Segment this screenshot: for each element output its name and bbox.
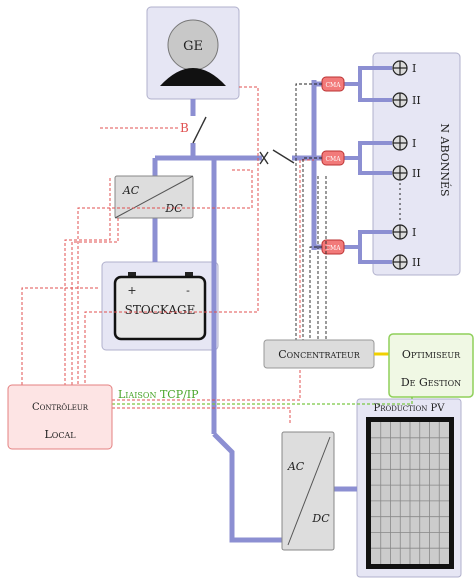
generator-switch-icon[interactable]: [192, 116, 207, 144]
tcp-ip-label: Liaison TCP/IP: [118, 388, 199, 401]
meter-3-label: CMA: [325, 245, 341, 252]
optimizer-label-line2: De Gestion: [401, 376, 461, 389]
subscribers-label: N ABONNÉS: [438, 123, 452, 196]
outlet-label-1c: I: [412, 226, 416, 239]
outlet-icon: [392, 60, 408, 76]
outlet-icon: [392, 135, 408, 151]
meter-2-label: CMA: [325, 156, 341, 163]
inverter-bottom-dc-label: DC: [311, 512, 330, 525]
generator-label: GE: [183, 39, 203, 54]
metering-data-lines: [295, 83, 327, 340]
inverter-top-ac-label: AC: [122, 184, 140, 197]
outlet-label-2a: II: [412, 94, 421, 107]
outlet-icon: [392, 92, 408, 108]
generator-icon: [160, 19, 226, 86]
subscriber-switch-icon[interactable]: [259, 149, 295, 165]
optimizer-label-line1: Optimiseur: [402, 348, 461, 361]
outlet-label-2b: II: [412, 167, 421, 180]
outlet-icon: [392, 254, 408, 270]
controller-label-line2: Local: [44, 428, 76, 441]
controller-label-line1: Contrôleur: [32, 402, 89, 413]
storage-label: STOCKAGE: [125, 303, 196, 317]
outlet-label-2c: II: [412, 256, 421, 269]
controller-box: [7, 384, 113, 450]
breaker-label: B: [180, 121, 189, 135]
outlet-icon: [392, 224, 408, 240]
inverter-bottom-ac-label: AC: [287, 460, 305, 473]
solar-panel-icon: [366, 417, 454, 569]
tcp-ip-link: [112, 397, 413, 405]
outlet-icon: [392, 165, 408, 181]
subscribers-panel: [372, 52, 461, 276]
control-lines: [21, 86, 314, 423]
battery-plus: +: [127, 284, 136, 297]
battery-icon: [113, 272, 207, 341]
concentrator-label: Concentrateur: [278, 348, 361, 361]
meter-1-label: CMA: [325, 82, 341, 89]
subscriber-feeders: [344, 66, 392, 264]
outlet-label-1a: I: [412, 62, 416, 75]
pv-title: Production PV: [373, 403, 445, 414]
outlet-label-1b: I: [412, 137, 416, 150]
optimizer-box: [388, 333, 474, 398]
inverter-bottom: [281, 431, 335, 551]
battery-minus: -: [186, 284, 190, 297]
